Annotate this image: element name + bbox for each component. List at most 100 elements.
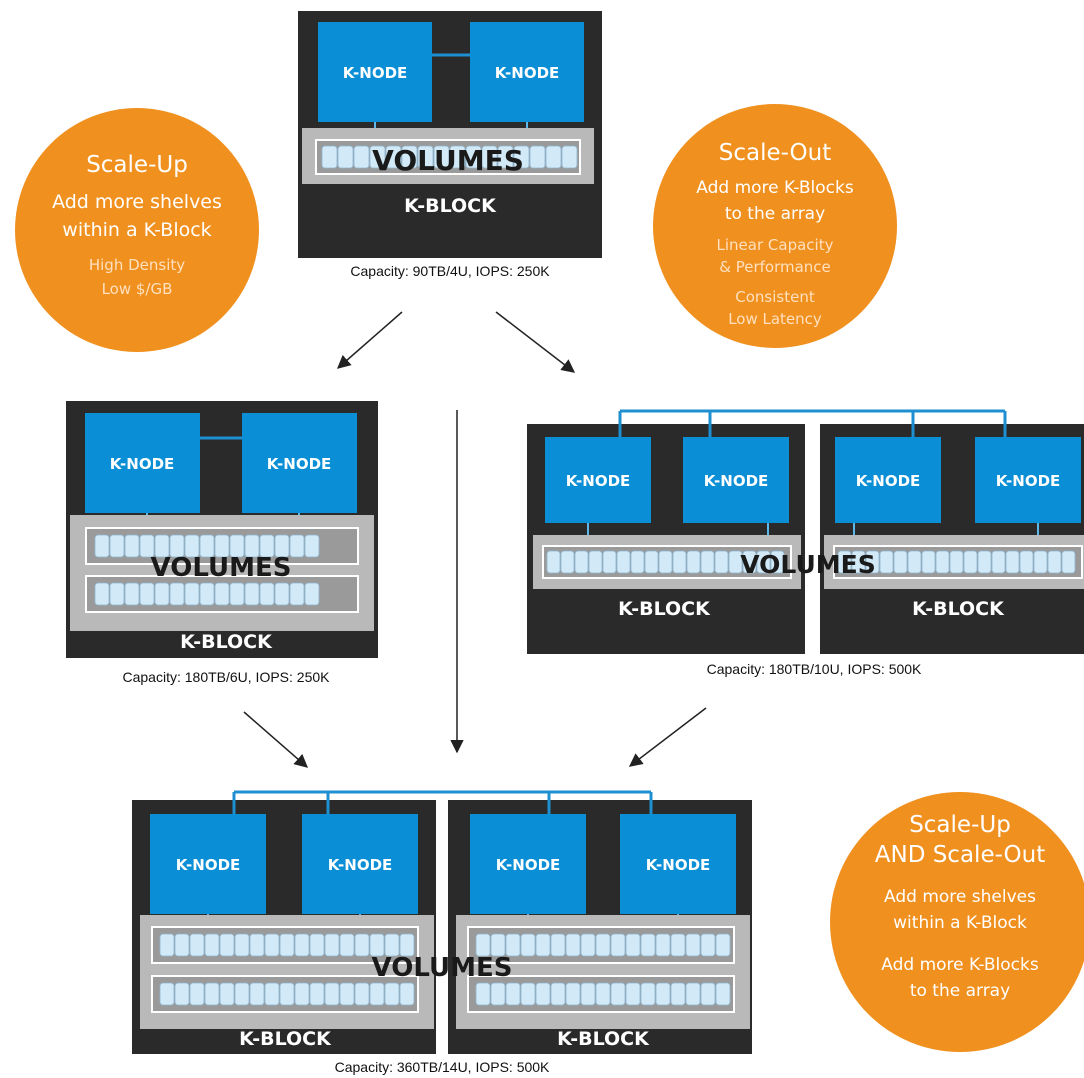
disk [714, 550, 729, 574]
k-node [470, 22, 584, 122]
disk [309, 982, 325, 1006]
disk [174, 933, 190, 957]
disk [124, 582, 140, 606]
k-node [835, 437, 941, 523]
disk [505, 933, 521, 957]
disk [401, 145, 418, 169]
disk [337, 145, 354, 169]
disk-row [837, 550, 1076, 574]
disk [505, 982, 521, 1006]
disk [1047, 550, 1062, 574]
scale-up-line-2: within a K-Block [62, 219, 211, 241]
disk [630, 550, 645, 574]
disk [481, 145, 498, 169]
disk [963, 550, 978, 574]
disk [369, 933, 385, 957]
k-node [620, 814, 736, 914]
disk [520, 933, 536, 957]
flow-arrows [243, 311, 707, 768]
disk [189, 933, 205, 957]
scale-out-line-2: to the array [725, 204, 825, 224]
disk [229, 582, 245, 606]
disk [339, 982, 355, 1006]
disk [700, 982, 716, 1006]
disk [294, 933, 310, 957]
disk [670, 982, 686, 1006]
both-title-2: AND Scale-Out [875, 842, 1045, 868]
disk [475, 933, 491, 957]
disk [219, 933, 235, 957]
disk [354, 933, 370, 957]
disk [851, 550, 866, 574]
k-block-label: K-BLOCK [404, 195, 497, 217]
disk [529, 145, 546, 169]
disk [610, 982, 626, 1006]
disk-row [321, 145, 578, 169]
k-block-label: K-BLOCK [557, 1028, 650, 1050]
disk [159, 933, 175, 957]
k-node-label: K-NODE [495, 64, 560, 82]
both-line-1: Add more shelves [884, 887, 1036, 907]
disk [580, 982, 596, 1006]
disk [289, 582, 305, 606]
k-node-label: K-NODE [856, 472, 921, 490]
disk [417, 145, 434, 169]
disk [139, 582, 155, 606]
k-node-label: K-NODE [328, 856, 393, 874]
disk [339, 933, 355, 957]
disk [244, 534, 260, 558]
disk [384, 933, 400, 957]
k-node-label: K-NODE [646, 856, 711, 874]
disk [655, 933, 671, 957]
disk [550, 933, 566, 957]
disk [921, 550, 936, 574]
k-block-label: K-BLOCK [180, 631, 273, 653]
disk [640, 982, 656, 1006]
k-node [318, 22, 432, 122]
disk [199, 534, 215, 558]
disk [475, 982, 491, 1006]
disk-row [475, 933, 731, 957]
disk [174, 982, 190, 1006]
k-block-label: K-BLOCK [239, 1028, 332, 1050]
disk [837, 550, 852, 574]
disk [259, 582, 275, 606]
scale-up-bubble: Scale-Up Add more shelves within a K-Blo… [15, 108, 259, 352]
arrow-to-scale-out [495, 311, 576, 373]
capacity-label: Capacity: 180TB/6U, IOPS: 250K [123, 669, 331, 685]
disk [715, 933, 731, 957]
disk [560, 550, 575, 574]
disk-row [475, 982, 731, 1006]
disk [433, 145, 450, 169]
arrow-to-scale-up [336, 311, 403, 369]
disk [204, 933, 220, 957]
disk [893, 550, 908, 574]
disk [169, 582, 185, 606]
k-node-label: K-NODE [267, 455, 332, 473]
disk [234, 933, 250, 957]
disk [561, 145, 578, 169]
disk [588, 550, 603, 574]
scale-out-bubble: Scale-Out Add more K-Blocks to the array… [653, 104, 897, 348]
scale-out-sub-2: & Performance [719, 258, 831, 276]
disk [304, 534, 320, 558]
disk [565, 982, 581, 1006]
k-node [975, 437, 1081, 523]
scale-out-title: Scale-Out [719, 140, 832, 166]
disk [644, 550, 659, 574]
volumes-label: VOLUMES [740, 550, 875, 579]
disk [625, 982, 641, 1006]
capacity-label: Capacity: 360TB/14U, IOPS: 500K [335, 1059, 550, 1075]
k-block-label: K-BLOCK [912, 598, 1005, 620]
disk-row [159, 933, 415, 957]
disk [264, 982, 280, 1006]
k-node-label: K-NODE [110, 455, 175, 473]
disk [264, 933, 280, 957]
single-kblock-diagram: K-NODE K-NODE K-BLOCK Capacity: 90TB/4U,… [298, 11, 602, 279]
disk [685, 933, 701, 957]
disk [109, 582, 125, 606]
disk [94, 534, 110, 558]
disk [865, 550, 880, 574]
k-node-label: K-NODE [566, 472, 631, 490]
disk [199, 582, 215, 606]
